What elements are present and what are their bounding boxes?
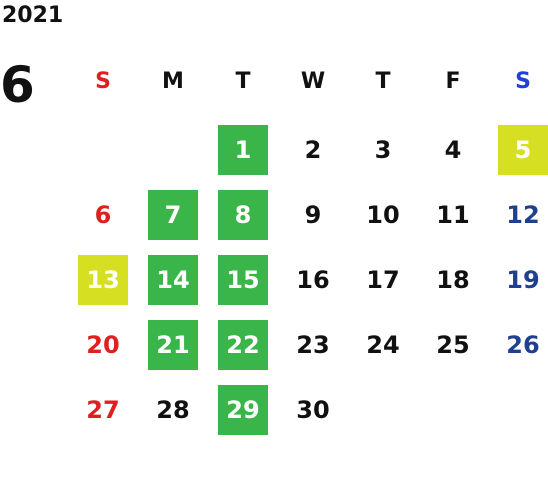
calendar-day-30[interactable]: 30: [296, 396, 330, 424]
weekday-header-sun: S: [95, 69, 111, 94]
calendar-day-13[interactable]: 13: [78, 255, 128, 305]
weekday-header-sat: S: [515, 69, 531, 94]
calendar-day-25[interactable]: 25: [436, 331, 470, 359]
calendar-day-8[interactable]: 8: [218, 190, 268, 240]
calendar-day-20[interactable]: 20: [86, 331, 120, 359]
calendar-day-6[interactable]: 6: [94, 201, 112, 229]
calendar-day-7[interactable]: 7: [148, 190, 198, 240]
calendar-day-26[interactable]: 26: [506, 331, 540, 359]
calendar-day-21[interactable]: 21: [148, 320, 198, 370]
calendar-day-15[interactable]: 15: [218, 255, 268, 305]
weekday-header-wed: W: [300, 69, 326, 94]
calendar-day-4[interactable]: 4: [444, 136, 462, 164]
weekday-header-fri: F: [445, 69, 461, 94]
calendar-day-24[interactable]: 24: [366, 331, 400, 359]
month-number: 6: [0, 56, 35, 114]
calendar-day-23[interactable]: 23: [296, 331, 330, 359]
calendar-day-1[interactable]: 1: [218, 125, 268, 175]
calendar-day-27[interactable]: 27: [86, 396, 120, 424]
calendar-day-17[interactable]: 17: [366, 266, 400, 294]
weekday-header-thu: T: [375, 69, 391, 94]
calendar-day-12[interactable]: 12: [506, 201, 540, 229]
calendar-day-3[interactable]: 3: [374, 136, 392, 164]
calendar-day-19[interactable]: 19: [506, 266, 540, 294]
calendar-day-10[interactable]: 10: [366, 201, 400, 229]
calendar-day-14[interactable]: 14: [148, 255, 198, 305]
weekday-header-tue: T: [235, 69, 251, 94]
calendar-day-29[interactable]: 29: [218, 385, 268, 435]
calendar-day-11[interactable]: 11: [436, 201, 470, 229]
calendar-day-28[interactable]: 28: [156, 396, 190, 424]
calendar-day-22[interactable]: 22: [218, 320, 268, 370]
calendar-day-16[interactable]: 16: [296, 266, 330, 294]
weekday-header-mon: M: [162, 69, 184, 94]
calendar-day-9[interactable]: 9: [304, 201, 322, 229]
calendar-day-18[interactable]: 18: [436, 266, 470, 294]
calendar-day-5[interactable]: 5: [498, 125, 548, 175]
year-label: 2021: [2, 3, 64, 28]
calendar-day-2[interactable]: 2: [304, 136, 322, 164]
